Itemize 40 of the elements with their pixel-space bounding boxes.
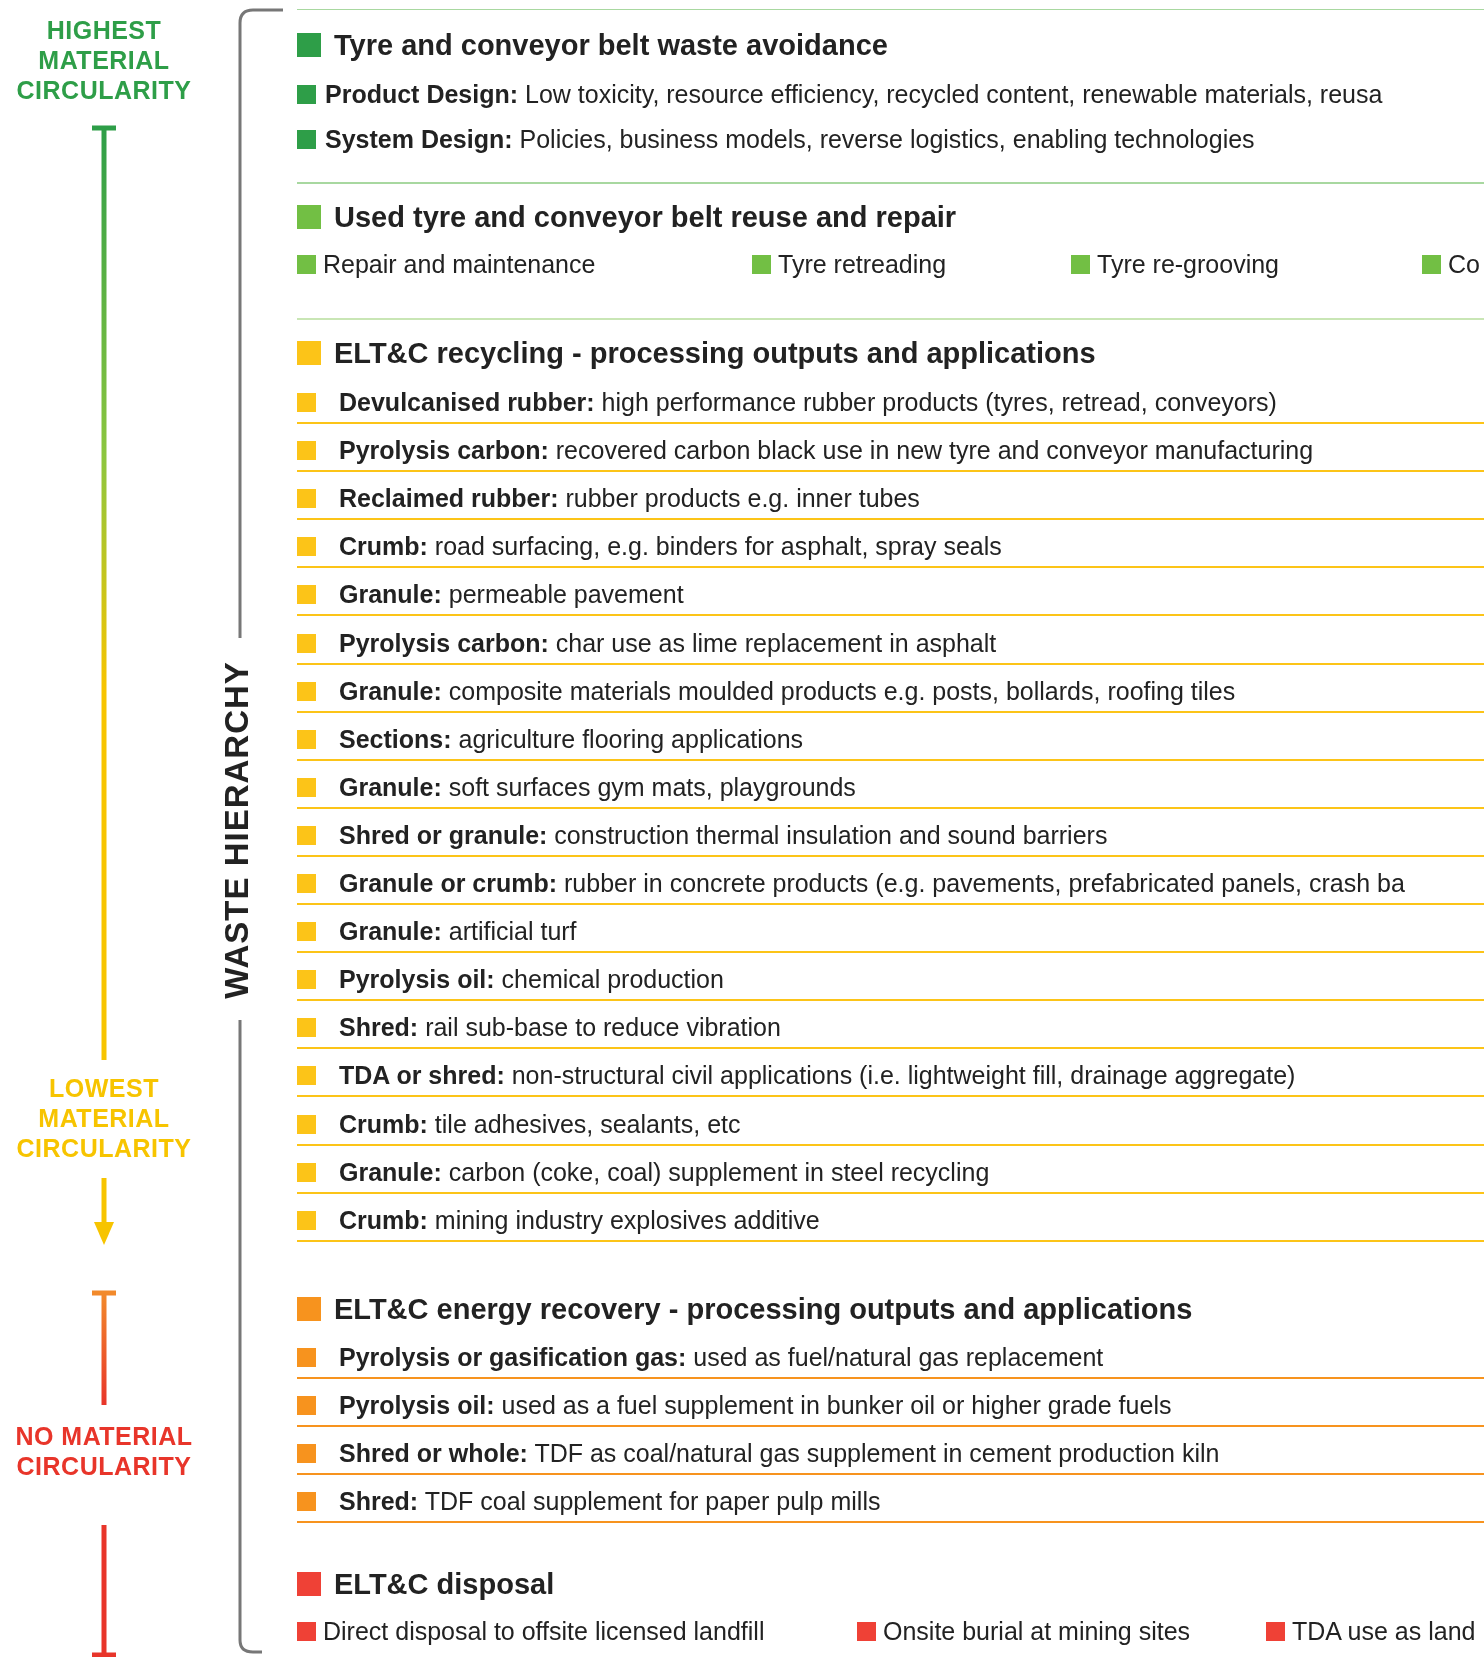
list-item: Pyrolysis carbon: recovered carbon black use in new tyre and conveyor manufacturing — [339, 435, 1314, 466]
list-item: TDA or shred: non-structural civil applications (i.e. lightweight fill, drainage aggregate) — [339, 1060, 1296, 1091]
list-item: Repair and maintenance — [323, 249, 596, 279]
scale-label: HIGHEST MATERIAL CIRCULARITY — [15, 15, 193, 105]
list-item: Tyre retreading — [778, 249, 947, 279]
list-item: Pyrolysis carbon: char use as lime replacement in asphalt — [339, 627, 997, 658]
vertical-title: WASTE HIERARCHY — [218, 661, 256, 999]
list-item: Pyrolysis or gasification gas: used as fuel/natural gas replacement — [339, 1342, 1104, 1372]
list-item: Crumb: mining industry explosives additive — [339, 1204, 820, 1235]
list-item: Shred: rail sub-base to reduce vibration — [339, 1012, 781, 1043]
list-item: Crumb: tile adhesives, sealants, etc — [339, 1108, 741, 1139]
list-item: Shred or whole: TDF as coal/natural gas supplement in cement production kiln — [339, 1438, 1220, 1469]
list-item: Reclaimed rubber: rubber products e.g. inner tubes — [339, 483, 920, 514]
list-item: Co — [1448, 249, 1480, 279]
list-item: Devulcanised rubber: high performance rubber products (tyres, retread, conveyors) — [339, 387, 1277, 417]
list-item: Granule: composite materials moulded products e.g. posts, bollards, roofing tiles — [339, 675, 1236, 706]
list-item: Pyrolysis oil: chemical production — [339, 964, 724, 995]
list-item: Granule: permeable pavement — [339, 579, 684, 610]
list-item: Crumb: road surfacing, e.g. binders for asphalt, spray seals — [339, 531, 1002, 562]
list-item: Product Design: Low toxicity, resource efficiency, recycled content, renewable materials, reusa — [325, 79, 1383, 109]
list-item: Onsite burial at mining sites — [883, 1616, 1191, 1646]
list-item: Granule: soft surfaces gym mats, playgrounds — [339, 771, 856, 802]
scale-label: LOWEST MATERIAL CIRCULARITY — [15, 1073, 193, 1163]
list-item: Shred: TDF coal supplement for paper pulp mills — [339, 1486, 881, 1517]
list-item: Tyre re-grooving — [1097, 249, 1280, 279]
list-item: Pyrolysis oil: used as a fuel supplement in bunker oil or higher grade fuels — [339, 1390, 1172, 1421]
list-item: System Design: Policies, business models, reverse logistics, enabling technologies — [325, 124, 1255, 154]
list-item: Sections: agriculture flooring applications — [339, 723, 804, 754]
list-item: Direct disposal to offsite licensed landfill — [323, 1616, 765, 1646]
list-item: Granule: carbon (coke, coal) supplement in steel recycling — [339, 1156, 990, 1187]
section-heading: ELT&C recycling - processing outputs and applications — [334, 336, 1096, 371]
section-heading: Used tyre and conveyor belt reuse and repair — [334, 200, 957, 235]
scale-label: NO MATERIAL CIRCULARITY — [14, 1421, 194, 1481]
list-item: Granule or crumb: rubber in concrete products (e.g. pavements, prefabricated panels, crash ba — [339, 868, 1405, 898]
section-heading: ELT&C energy recovery - processing outputs and applications — [334, 1292, 1193, 1327]
list-item: Shred or granule: construction thermal insulation and sound barriers — [339, 819, 1108, 850]
list-item: TDA use as land — [1292, 1616, 1476, 1646]
section-heading: Tyre and conveyor belt waste avoidance — [334, 28, 888, 63]
list-item: Granule: artificial turf — [339, 916, 577, 947]
section-heading: ELT&C disposal — [334, 1567, 555, 1602]
